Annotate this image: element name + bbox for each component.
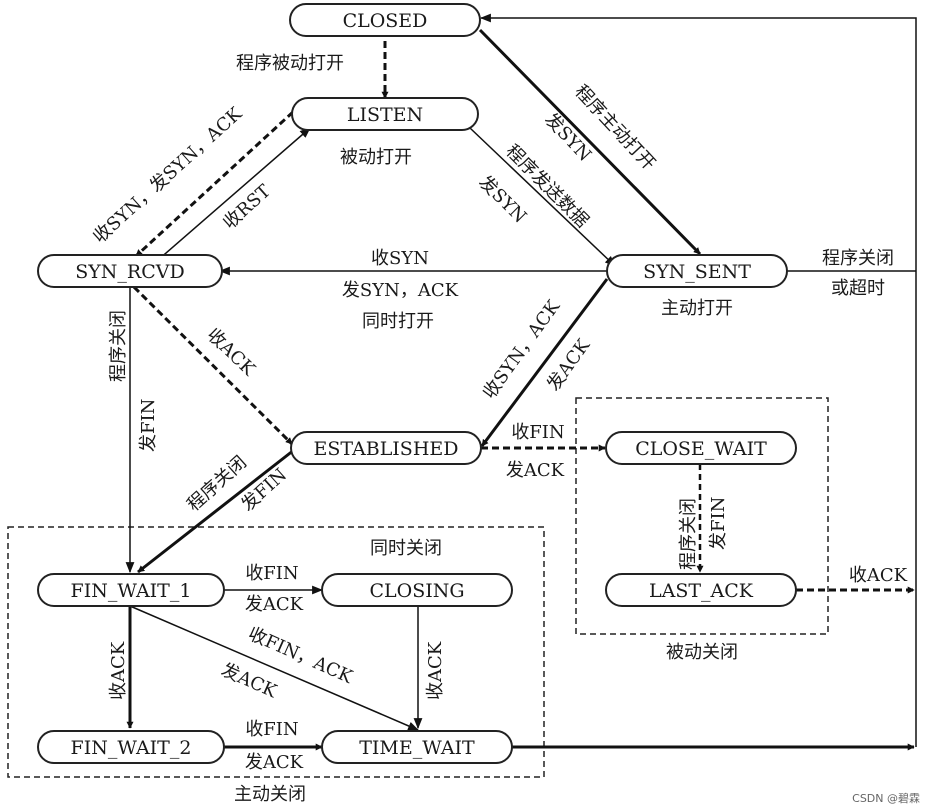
label-sim-open: 同时打开 bbox=[362, 311, 434, 332]
state-established-label: ESTABLISHED bbox=[313, 438, 458, 460]
label-est-send-ack: 发ACK bbox=[506, 460, 565, 481]
state-closed-label: CLOSED bbox=[343, 10, 428, 32]
label-sim-send-synack: 发SYN，ACK bbox=[342, 280, 459, 301]
label-recv-rst: 收RST bbox=[219, 181, 275, 234]
state-fin-wait-2-label: FIN_WAIT_2 bbox=[71, 737, 192, 759]
arrow-synrcvd-listen bbox=[157, 127, 311, 261]
state-last-ack: LAST_ACK bbox=[605, 573, 797, 607]
state-last-ack-label: LAST_ACK bbox=[649, 580, 754, 602]
label-fw1-recv-fin: 收FIN bbox=[245, 563, 298, 584]
state-syn-rcvd: SYN_RCVD bbox=[37, 254, 223, 288]
label-lastack-recv-ack: 收ACK bbox=[849, 565, 908, 586]
arrow-return-closed bbox=[479, 13, 917, 747]
state-closed: CLOSED bbox=[289, 3, 481, 37]
label-fw1-recv-ack: 收ACK bbox=[108, 641, 129, 700]
label-passive-close: 被动关闭 bbox=[666, 642, 738, 663]
arrow-synrcvd-established bbox=[132, 285, 294, 446]
label-send-ack: 发ACK bbox=[543, 335, 595, 395]
label-recv-ack: 收ACK bbox=[203, 324, 260, 380]
state-close-wait-label: CLOSE_WAIT bbox=[635, 438, 767, 460]
label-passive-open-program: 程序被动打开 bbox=[236, 53, 344, 74]
label-sim-recv-syn: 收SYN bbox=[371, 248, 429, 269]
arrow-synsent-established bbox=[480, 278, 609, 447]
label-cw-close: 程序关闭 bbox=[678, 498, 699, 570]
state-syn-rcvd-label: SYN_RCVD bbox=[75, 261, 184, 283]
label-close-or-timeout-1: 程序关闭 bbox=[822, 248, 894, 269]
arrow-finwait1-timewait bbox=[129, 605, 420, 731]
label-est-close: 程序关闭 bbox=[183, 452, 251, 516]
label-cw-send-fin: 发FIN bbox=[708, 497, 729, 550]
label-synrcvd-send-fin: 发FIN bbox=[138, 399, 159, 452]
state-established: ESTABLISHED bbox=[290, 431, 482, 465]
label-est-recv-fin: 收FIN bbox=[511, 422, 564, 443]
state-closing-label: CLOSING bbox=[369, 580, 464, 602]
state-listen: LISTEN bbox=[291, 97, 479, 131]
label-passive-open: 被动打开 bbox=[340, 147, 412, 168]
watermark: CSDN @碧霖 bbox=[852, 792, 920, 805]
state-close-wait: CLOSE_WAIT bbox=[605, 431, 797, 465]
state-syn-sent: SYN_SENT bbox=[606, 254, 788, 288]
arrow-listen-synsent bbox=[469, 127, 616, 267]
label-sim-close: 同时关闭 bbox=[370, 538, 442, 559]
simultaneous-close-box bbox=[7, 526, 545, 778]
state-time-wait-label: TIME_WAIT bbox=[359, 737, 475, 759]
state-fin-wait-2: FIN_WAIT_2 bbox=[37, 730, 225, 764]
state-listen-label: LISTEN bbox=[347, 104, 423, 126]
state-syn-sent-label: SYN_SENT bbox=[643, 261, 751, 283]
label-synrcvd-close: 程序关闭 bbox=[108, 310, 129, 382]
state-fin-wait-1-label: FIN_WAIT_1 bbox=[71, 580, 192, 602]
label-closing-recv-ack: 收ACK bbox=[425, 641, 446, 700]
arrow-established-finwait1 bbox=[137, 448, 295, 574]
label-close-or-timeout-2: 或超时 bbox=[831, 278, 885, 299]
label-active-close: 主动关闭 bbox=[234, 784, 306, 805]
arrow-closed-synsent bbox=[478, 28, 702, 256]
label-fw2-recv-fin: 收FIN bbox=[245, 719, 298, 740]
arrow-listen-synrcvd bbox=[134, 110, 295, 258]
label-active-open: 主动打开 bbox=[661, 298, 733, 319]
state-closing: CLOSING bbox=[321, 573, 513, 607]
label-fw1-send-ack: 发ACK bbox=[245, 594, 304, 615]
state-fin-wait-1: FIN_WAIT_1 bbox=[37, 573, 225, 607]
label-send-syn-data: 发SYN bbox=[474, 172, 530, 228]
state-time-wait: TIME_WAIT bbox=[321, 730, 513, 764]
label-fw2-send-ack: 发ACK bbox=[245, 752, 304, 773]
passive-close-box bbox=[575, 397, 829, 635]
